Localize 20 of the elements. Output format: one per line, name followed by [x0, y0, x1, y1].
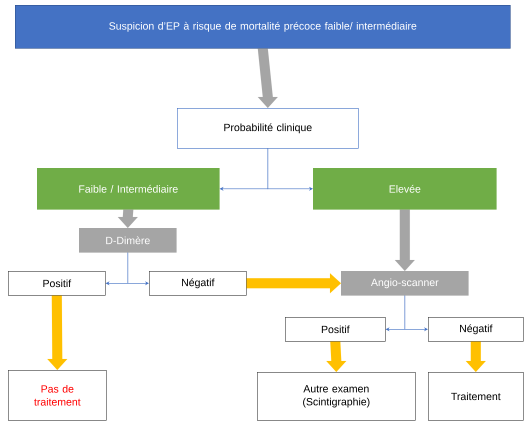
- block-arrow: [118, 210, 138, 228]
- result-box: Négatif: [428, 317, 524, 342]
- outcome-box: Pas de traitement: [8, 370, 107, 421]
- test-box: D-Dimère: [79, 228, 177, 253]
- category-box: Faible / Intermédiaire: [37, 168, 220, 210]
- category-box: Elevée: [313, 168, 497, 210]
- test-box: Angio-scanner: [341, 271, 469, 296]
- block-arrow: [326, 342, 346, 372]
- result-box: Négatif: [149, 271, 247, 296]
- outcome-box: Autre examen (Scintigraphie): [257, 372, 416, 421]
- process-box: Probabilité clinique: [177, 108, 359, 149]
- result-box: Positif: [285, 317, 386, 342]
- block-arrow: [246, 273, 342, 294]
- outcome-box: Traitement: [428, 372, 524, 421]
- result-box: Positif: [8, 271, 106, 296]
- title-box: Suspicion d’EP à risque de mortalité précoce faible/ intermédiaire: [15, 5, 511, 49]
- block-arrow: [466, 342, 486, 372]
- block-arrow: [394, 210, 415, 272]
- block-arrow: [47, 296, 68, 370]
- block-arrow: [258, 48, 278, 108]
